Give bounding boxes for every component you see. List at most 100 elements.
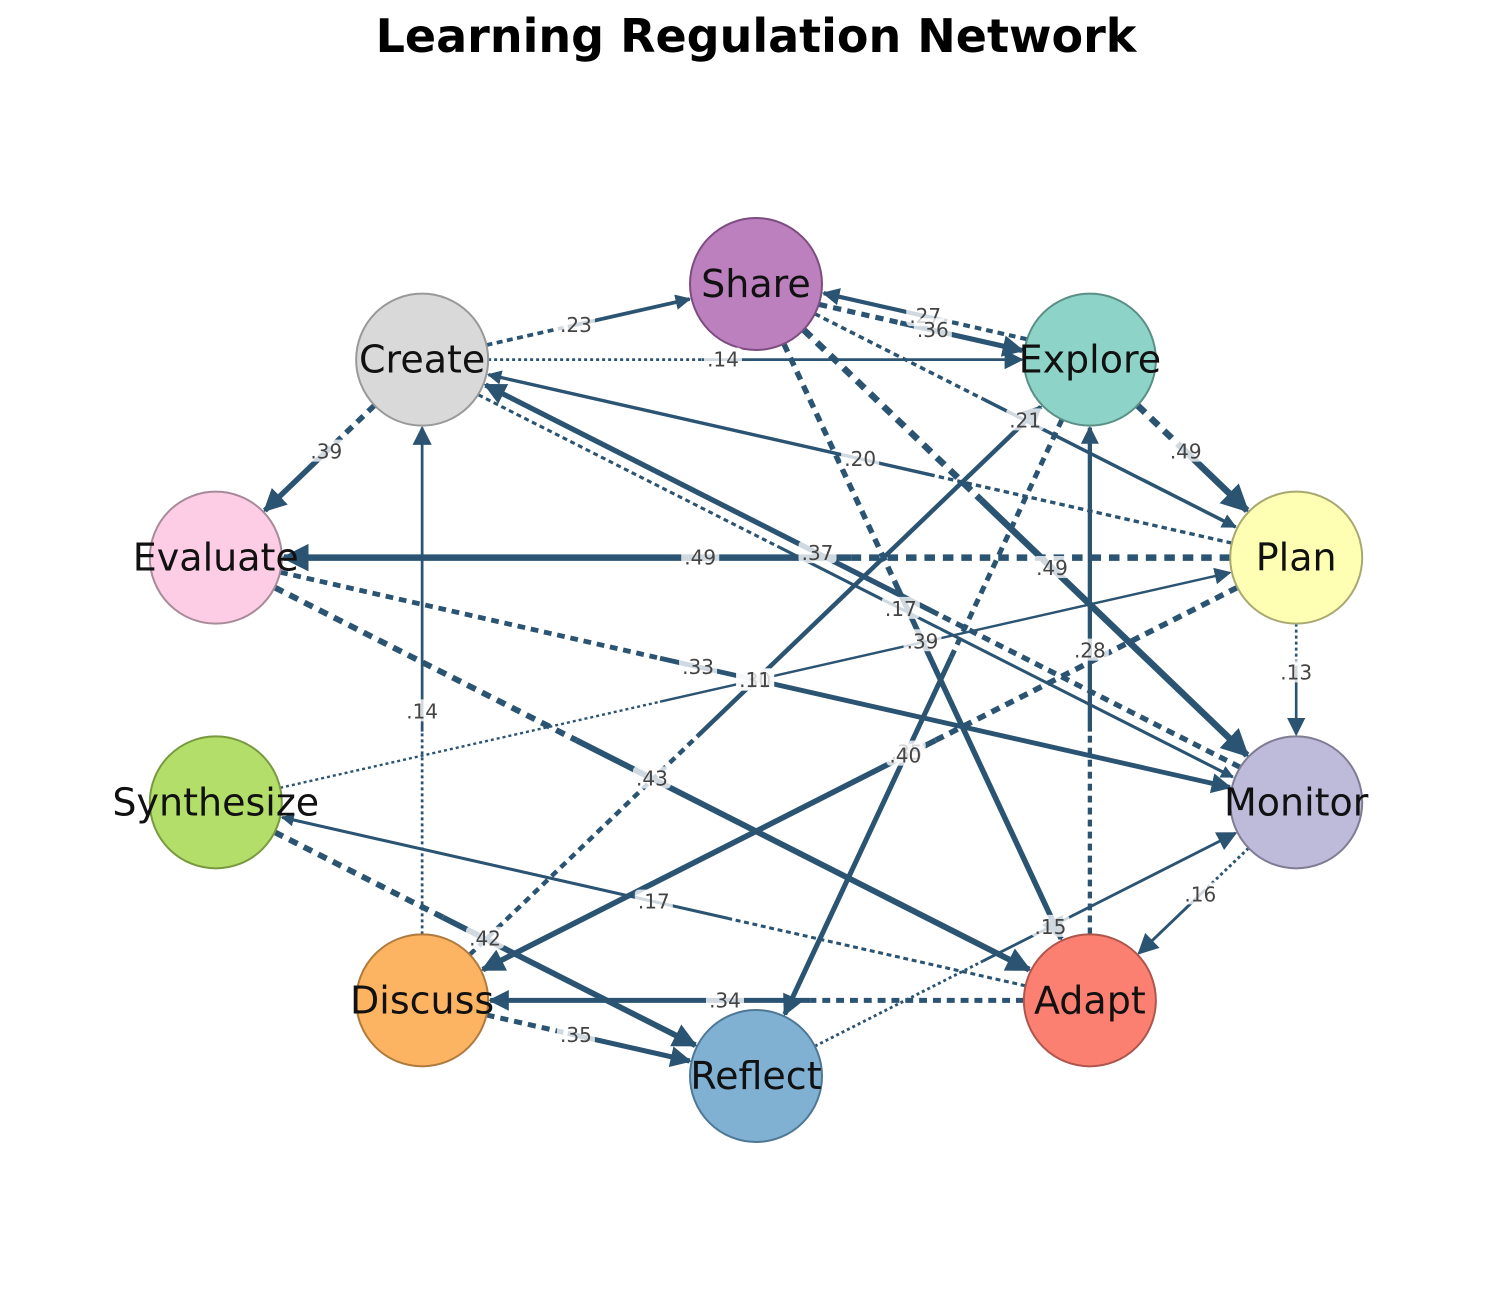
edge-weight-value: .17 [638, 890, 670, 914]
edge-explore-to-reflect [782, 418, 1065, 1017]
node-evaluate: Evaluate [133, 490, 299, 625]
node-circle [1229, 735, 1364, 870]
edge-weight-value: .21 [1009, 408, 1041, 432]
edge-weight-label: .16 [1181, 882, 1220, 906]
edge-weight-label: .42 [466, 926, 505, 951]
node-label: Reflect [690, 1054, 821, 1098]
edge-weight-label-bg [679, 654, 718, 677]
node-explore: Explore [1019, 292, 1162, 427]
edge-plan-to-discuss [480, 584, 1239, 973]
edge-dashed-segment [727, 916, 1026, 988]
edge-dashed-segment [814, 959, 984, 1048]
edge-weight-label-bg [1277, 660, 1316, 683]
node-circle [355, 933, 490, 1068]
node-label: Explore [1019, 338, 1162, 382]
edge-weight-label-bg [1166, 439, 1205, 462]
edge-weight-label: .14 [403, 699, 442, 723]
edge-weight-label: .21 [1006, 408, 1045, 432]
node-circle [689, 1009, 823, 1143]
edge-weight-label: .23 [556, 312, 595, 337]
edge-weight-value: .23 [560, 313, 592, 337]
node-label: Synthesize [112, 780, 319, 824]
edge-dashed-segment [279, 700, 661, 789]
node-circle [1229, 490, 1364, 625]
edge-weight-value: .15 [1035, 915, 1067, 939]
edge-weight-value: .49 [1036, 556, 1068, 580]
edge-weight-value: .36 [917, 318, 949, 342]
edge-dashed-segment [814, 312, 984, 401]
edge-weight-label: .49 [1166, 439, 1205, 464]
edge-weight-label: .43 [632, 766, 671, 791]
edge-weight-label: .34 [705, 988, 744, 1012]
edge-weight-label: .28 [1070, 638, 1109, 663]
edge-weight-label-bg [913, 318, 952, 341]
edge-weight-label: .49 [1032, 556, 1071, 580]
edge-dashed-segment [279, 569, 661, 661]
node-circle [689, 217, 823, 351]
node-reflect: Reflect [689, 1009, 823, 1143]
edge-reflect-to-monitor [814, 831, 1238, 1048]
edge-dashed-segment [801, 327, 984, 503]
edge-weight-label-bg [841, 446, 880, 469]
edge-weight-label: .37 [798, 541, 837, 565]
edge-weight-label-bg [1070, 638, 1109, 661]
edge-dashed-segment [934, 474, 1233, 545]
edge-weight-value: .14 [406, 699, 438, 723]
edge-dashed-segment [486, 324, 569, 347]
edge-dashed-segment [485, 1012, 569, 1036]
edge-weight-value: .35 [560, 1023, 592, 1047]
edge-weight-label: .49 [681, 545, 720, 570]
edge-weight-label: .11 [736, 668, 775, 692]
edge-weight-label-bg [403, 699, 442, 722]
edge-weight-label-bg [886, 743, 925, 766]
edge-weight-label: .39 [903, 629, 942, 653]
edge-weight-label-bg [556, 1023, 595, 1046]
edge-weight-value: .42 [469, 927, 501, 951]
edge-weight-value: .34 [709, 988, 741, 1012]
edge-dashed-segment [273, 584, 578, 743]
diagram-title: Learning Regulation Network [376, 9, 1138, 63]
edge-dashed-segment [468, 733, 700, 957]
edge-weight-label-bg [307, 439, 346, 462]
edge-weight-label: .13 [1277, 660, 1316, 684]
edge-solid-segment [483, 382, 940, 617]
edge-weight-value: .37 [802, 541, 834, 565]
node-label: Discuss [350, 978, 494, 1022]
edge-solid-segment [782, 656, 954, 1017]
edge-share-to-monitor [801, 327, 1250, 758]
edge-weight-label: .17 [881, 596, 920, 621]
edge-solid-segment [978, 497, 1250, 758]
edge-weight-value: .33 [682, 655, 714, 679]
edge-weight-value: .49 [684, 546, 716, 570]
node-circle [148, 490, 283, 625]
edge-weight-value: .16 [1184, 882, 1216, 906]
node-label: Create [359, 338, 485, 382]
edge-weight-value: .13 [1280, 660, 1312, 684]
edge-solid-segment [480, 737, 937, 973]
edge-labels-layer: .23.27.36.14.20.37.39.21.49.14.30.28.49.… [307, 304, 1316, 1047]
edge-solid-segment [779, 546, 1234, 779]
edge-weight-value: .43 [636, 767, 668, 791]
edge-weight-value: .49 [1170, 440, 1202, 464]
node-monitor: Monitor [1224, 735, 1369, 870]
edge-weight-label-bg [705, 988, 744, 1011]
edge-weight-label-bg [634, 889, 673, 912]
edge-weight-label-bg [632, 766, 671, 789]
edge-weight-label-bg [681, 545, 720, 568]
edge-weight-label-bg [1032, 556, 1071, 579]
edge-weight-label: .20 [841, 446, 880, 471]
edge-solid-segment [982, 831, 1238, 963]
node-synthesize: Synthesize [112, 735, 319, 870]
node-label: Evaluate [133, 536, 299, 580]
node-plan: Plan [1229, 490, 1364, 625]
edge-weight-value: .11 [739, 668, 771, 692]
node-circle [148, 735, 283, 870]
node-label: Share [701, 262, 811, 306]
edge-dashed-segment [1135, 402, 1184, 450]
edge-weight-label: .15 [1031, 914, 1070, 939]
edge-weight-label: .39 [307, 439, 346, 464]
edge-weight-label: .36 [913, 318, 952, 342]
node-adapt: Adapt [1022, 933, 1157, 1068]
edge-weight-label-bg [881, 596, 920, 619]
